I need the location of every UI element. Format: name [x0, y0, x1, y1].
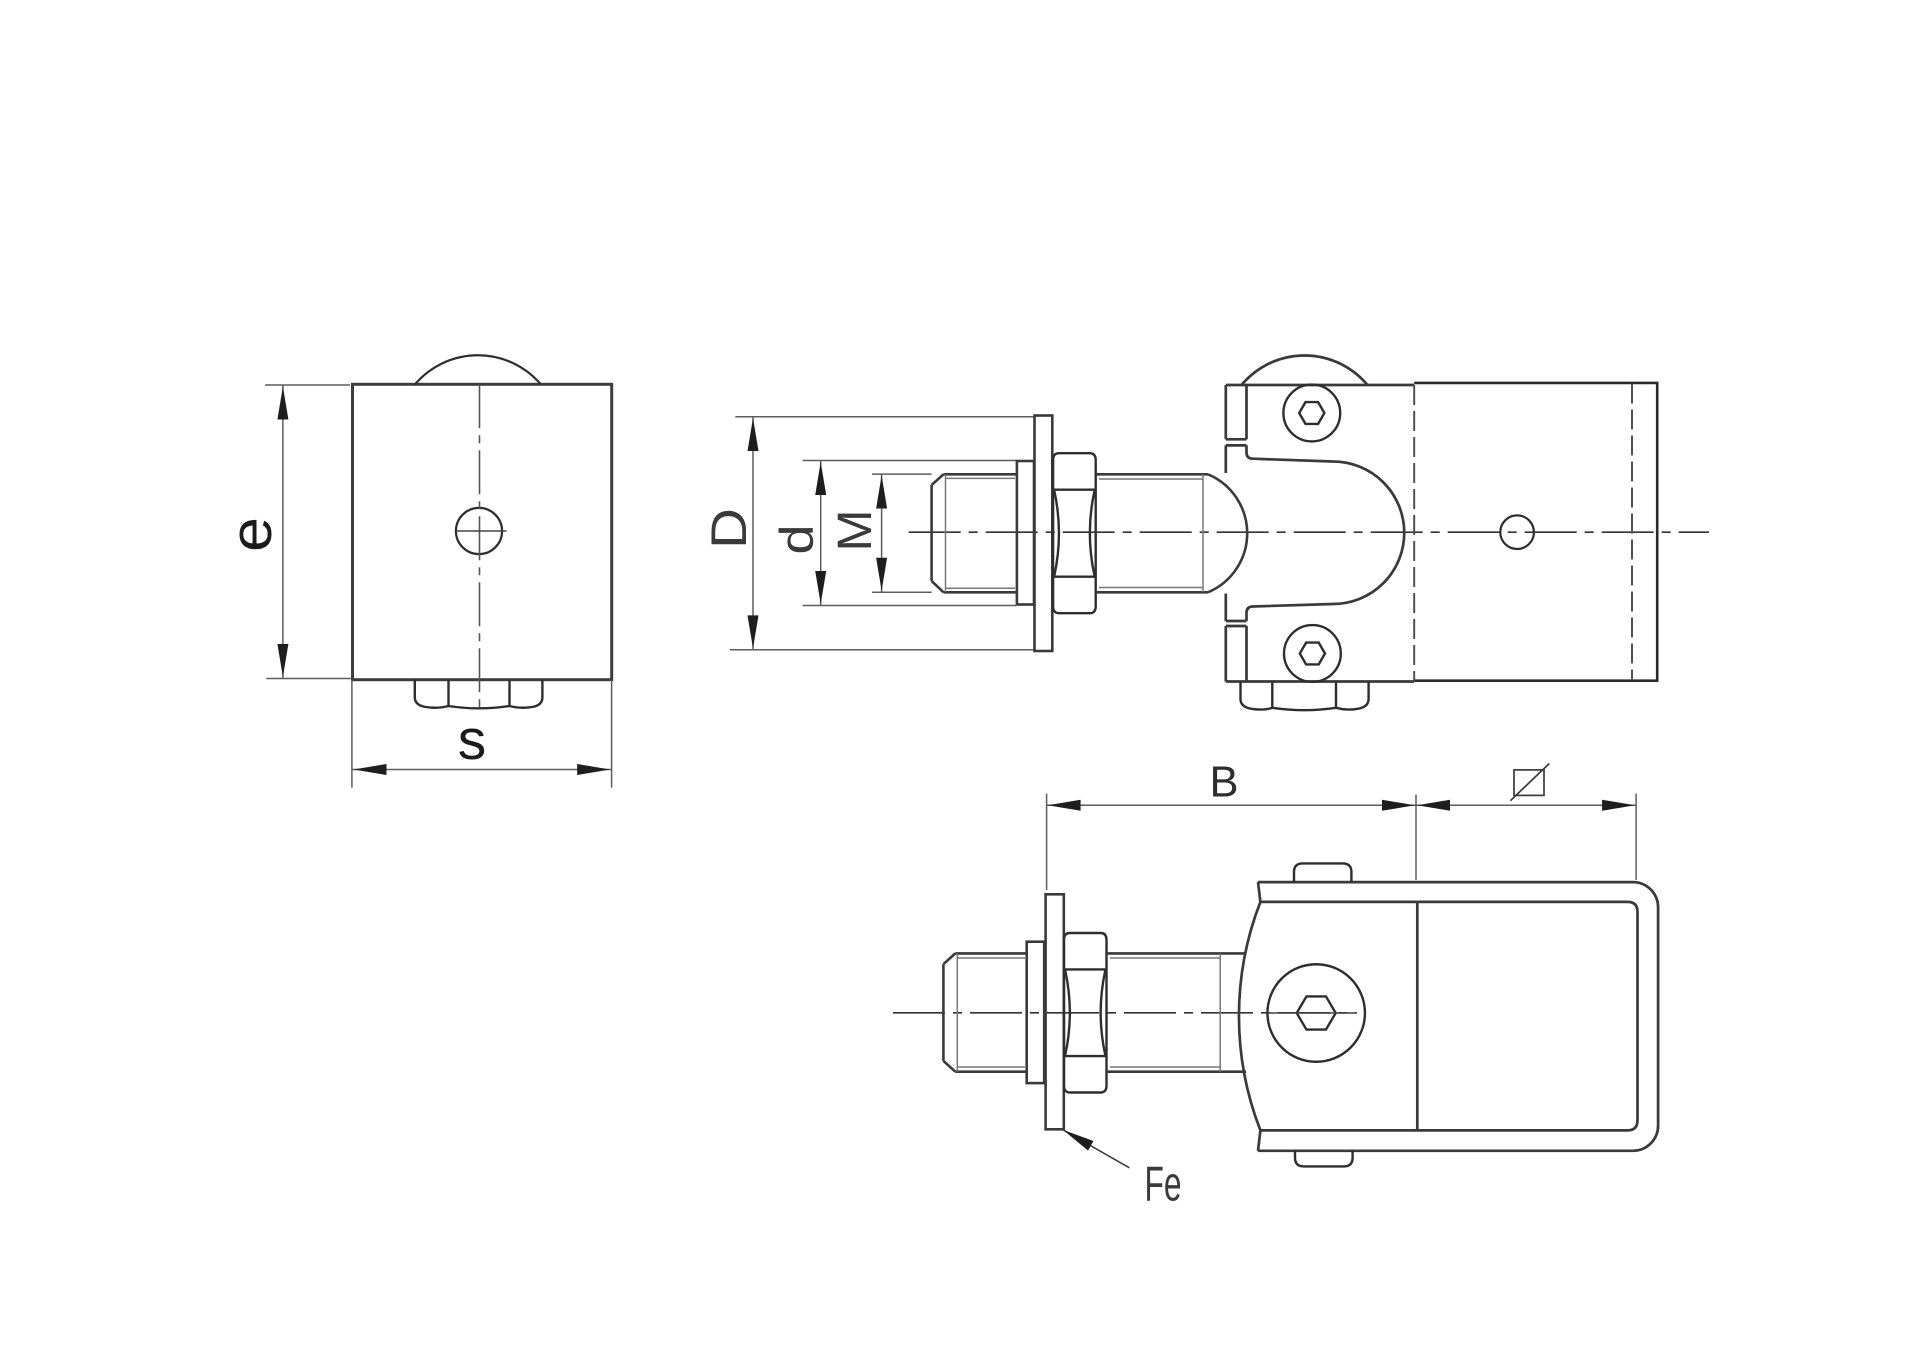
svg-text:Fe: Fe [1145, 1158, 1182, 1212]
svg-text:M: M [828, 510, 882, 552]
svg-text:D: D [702, 508, 757, 549]
svg-text:e: e [218, 517, 283, 552]
svg-text:d: d [770, 524, 823, 554]
svg-text:B: B [1209, 759, 1238, 807]
svg-text:s: s [458, 708, 487, 772]
